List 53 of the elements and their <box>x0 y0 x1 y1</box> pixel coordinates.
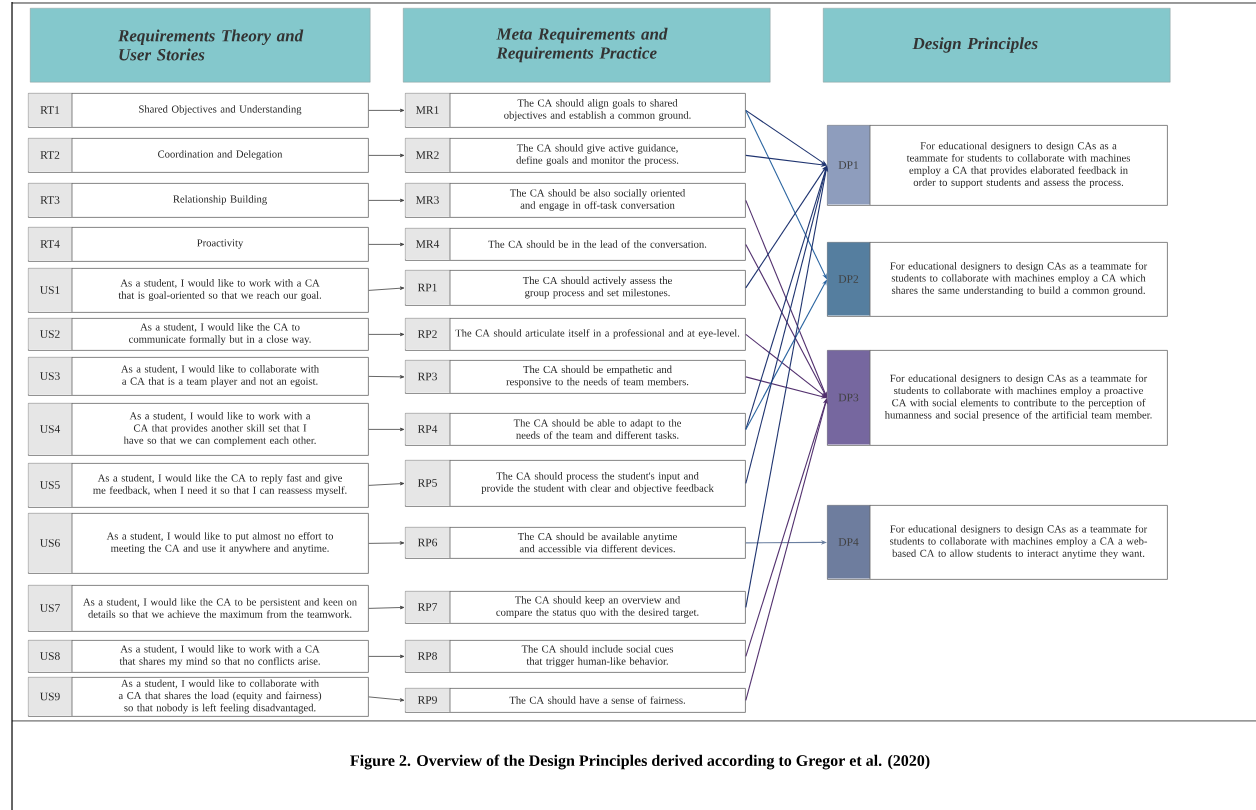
design-principle-box: DP4 For educational designers to design CAs as a teammate for students to collaborate with machines employ a CA a web-based CA to allow students to interact anytime they want. <box>827 504 1168 580</box>
requirement-box: US3 As a student, I would like to collaborate with a CA that is a team player and not an egoist. <box>28 356 369 396</box>
requirement-box: RP7 The CA should keep an overview and compare the status quo with the desired target. <box>405 590 746 624</box>
requirement-box: US7 As a student, I would like the CA to be persistent and keen on details so that we achieve the maximum from the teamwork. <box>28 584 369 632</box>
requirement-box: US1 As a student, I would like to work with a CA that is goal-oriented so that we reach our goal. <box>28 267 369 313</box>
requirement-box: US8 As a student, I would like to work with a CA that shares my mind so that no conflicts arise. <box>28 639 369 673</box>
arrow <box>368 427 405 432</box>
requirement-box: RT1 Shared Objectives and Understanding <box>28 92 369 128</box>
arrow <box>368 654 405 659</box>
arrow <box>368 153 405 158</box>
requirement-box: RT3 Relationship Building <box>28 182 369 218</box>
arrow <box>745 154 827 167</box>
design-principle-box: DP3 For educational designers to design CAs as a teammate for students to collaborate with machines employ a proactive CA with social elements to contribute to the perception of humanness and social presence of the artificial team member. <box>827 349 1168 446</box>
column-header: Requirements Theory and User Stories <box>30 8 371 83</box>
arrow <box>368 696 405 702</box>
arrow <box>368 198 405 203</box>
requirement-box: RP3 The CA should be empathetic and responsive to the needs of team members. <box>405 359 746 394</box>
arrow <box>368 332 405 337</box>
arrow <box>368 605 405 610</box>
arrow <box>368 242 405 247</box>
requirement-box: RT2 Coordination and Delegation <box>28 137 369 173</box>
requirement-box: MR4 The CA should be in the lead of the conversation. <box>405 227 746 261</box>
arrow <box>368 541 405 545</box>
requirement-box: MR2 The CA should give active guidance, define goals and monitor the process. <box>405 137 746 173</box>
design-principle-box: DP2 For educational designers to design CAs as a teammate for students to collaborate with machines employ a CA which shares the same understanding to build a common ground. <box>827 241 1168 317</box>
requirement-box: RP9 The CA should have a sense of fairness. <box>405 687 746 713</box>
arrow <box>745 109 827 166</box>
figure-caption: Figure 2. Overview of the Design Principles derived according to Gregor et al. (2020) <box>350 754 930 770</box>
requirement-box: RP2 The CA should articulate itself in a professional and at eye-level. <box>405 317 746 351</box>
requirement-box: US2 As a student, I would like the CA to communicate formally but in a close way. <box>28 317 369 351</box>
arrow <box>745 333 827 398</box>
requirement-box: RT4 Proactivity <box>28 226 369 262</box>
arrow <box>745 243 827 398</box>
column-header: Meta Requirements and Requirements Practice <box>403 8 771 83</box>
requirement-box: US6 As a student, I would like to put almost no effort to meeting the CA and use it anywhere and anytime. <box>28 512 369 574</box>
requirement-box: RP6 The CA should be available anytime and accessible via different devices. <box>405 526 746 559</box>
arrow <box>368 108 405 113</box>
requirement-box: RP5 The CA should process the student's input and provide the student with clear and objective feedback <box>405 459 746 507</box>
design-principle-box: DP1 For educational designers to design CAs as a teammate for students to collaborate with machines employ a CA that provides elaborated feedback in order to support students and assess the process. <box>827 124 1168 206</box>
requirement-box: MR1 The CA should align goals to shared objectives and establish a common ground. <box>405 92 746 128</box>
arrow <box>745 376 827 399</box>
requirement-box: US5 As a student, I would like the CA to reply fast and give me feedback, when I need it so that I can reassess myself. <box>28 462 369 508</box>
arrow <box>745 540 827 545</box>
column-header: Design Principles <box>823 8 1171 83</box>
arrow <box>368 481 405 486</box>
requirement-box: RP1 The CA should actively assess the group process and set milestones. <box>405 269 746 306</box>
requirement-box: RP4 The CA should be able to adapt to the needs of the team and different tasks. <box>405 412 746 446</box>
arrow <box>368 286 405 291</box>
requirement-box: MR3 The CA should be also socially oriented and engage in off-task conversation <box>405 182 746 218</box>
requirement-box: RP8 The CA should include social cues that trigger human-like behavior. <box>405 639 746 673</box>
requirement-box: US9 As a student, I would like to collaborate with a CA that shares the load (equity and fairness) so that nobody is left feeling disadvantaged. <box>28 676 369 717</box>
arrow <box>368 375 405 379</box>
requirement-box: US4 As a student, I would like to work with a CA that provides another skill set that I have so that we can complement each other. <box>28 402 369 456</box>
